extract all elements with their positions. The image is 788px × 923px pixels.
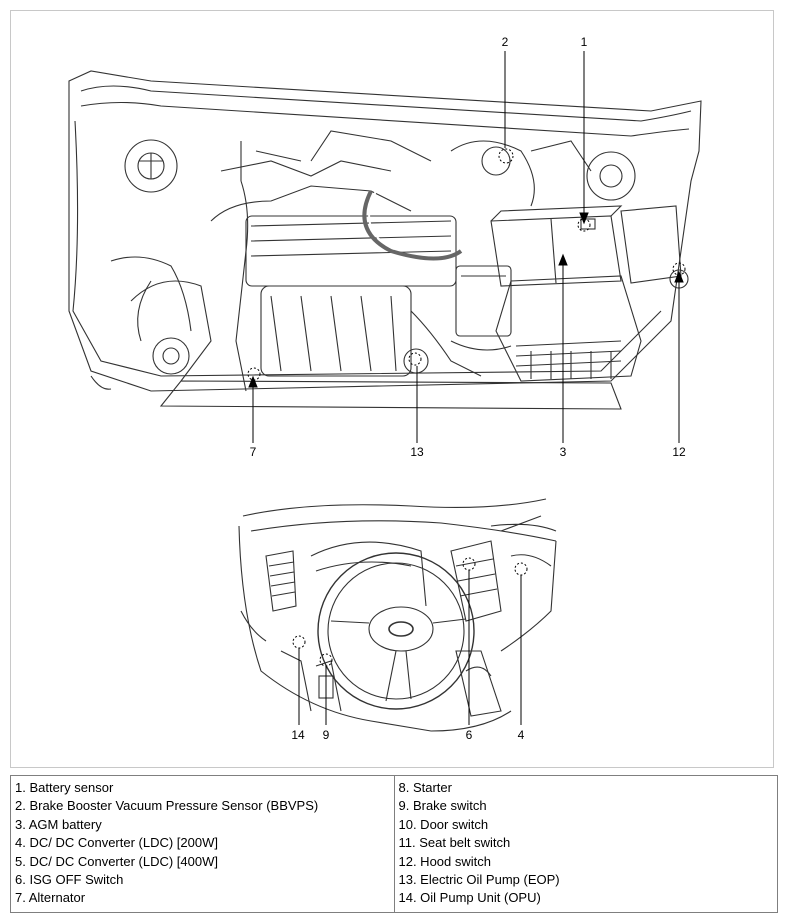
callout-12: 12 [672, 445, 686, 459]
cabin-leader-lines [298, 570, 522, 725]
callout-13: 13 [410, 445, 424, 459]
legend-column-right: 8. Starter 9. Brake switch 10. Door swit… [393, 776, 778, 912]
legend-item: 13. Electric Oil Pump (EOP) [398, 872, 560, 888]
callout-6: 6 [466, 728, 473, 742]
callout-4: 4 [518, 728, 525, 742]
legend-item: 8. Starter [398, 780, 452, 795]
callout-9: 9 [323, 728, 330, 742]
legend-item: 7. Alternator [15, 890, 86, 906]
legend-item: 12. Hood switch [398, 853, 492, 869]
engine-leader-lines [248, 51, 684, 443]
diagram-figure: 2 1 7 13 3 12 [10, 10, 774, 768]
legend-item: 5. DC/ DC Converter (LDC) [400W] [15, 853, 218, 869]
legend-item: 6. ISG OFF Switch [15, 872, 124, 888]
legend-item: 9. Brake switch [398, 798, 487, 814]
legend-item: 2. Brake Booster Vacuum Pressure Sensor … [15, 798, 319, 814]
legend-column-left: 1. Battery sensor 2. Brake Booster Vacuu… [11, 776, 394, 912]
line-drawing: 2 1 7 13 3 12 [68, 35, 702, 742]
callout-1: 1 [581, 35, 588, 49]
callout-7: 7 [250, 445, 257, 459]
legend-item: 1. Battery sensor [15, 780, 114, 795]
legend-item: 10. Door switch [398, 816, 489, 832]
cabin-callout-labels: 14 9 6 4 [291, 728, 524, 742]
legend-item: 11. Seat belt switch [398, 835, 511, 851]
legend-table: 1. Battery sensor 2. Brake Booster Vacuu… [10, 775, 778, 913]
callout-3: 3 [560, 445, 567, 459]
engine-bay-drawing [68, 70, 702, 410]
legend-item: 3. AGM battery [15, 816, 102, 832]
engine-callout-labels: 2 1 7 13 3 12 [250, 35, 686, 459]
cabin-drawing [238, 498, 557, 732]
callout-2: 2 [502, 35, 509, 49]
legend-item: 4. DC/ DC Converter (LDC) [200W] [15, 835, 218, 851]
callout-14: 14 [291, 728, 305, 742]
legend-item: 14. Oil Pump Unit (OPU) [398, 890, 541, 906]
